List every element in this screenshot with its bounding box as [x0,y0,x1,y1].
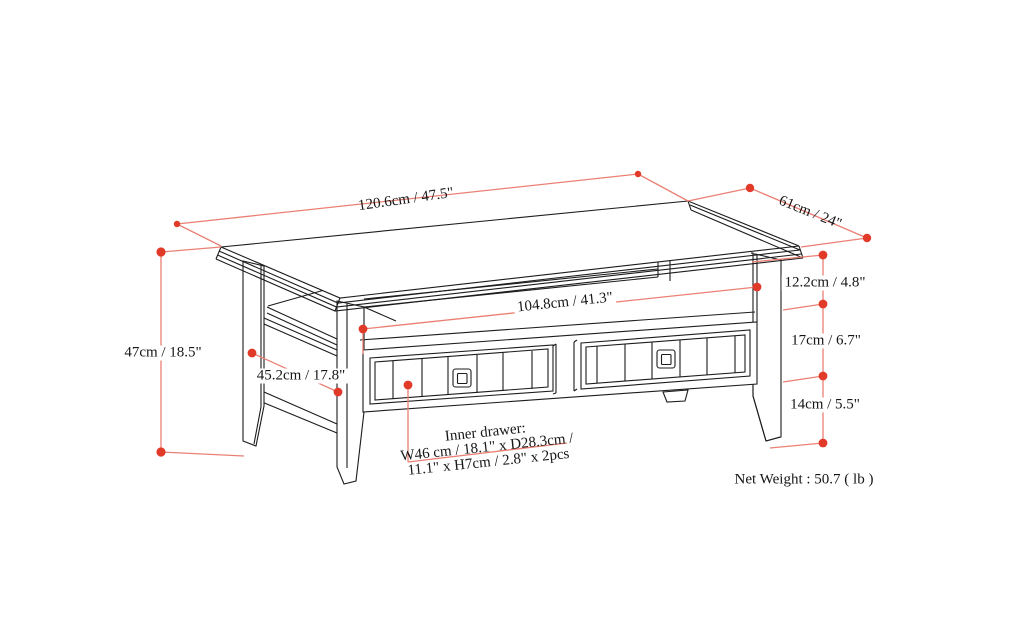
center-stile [552,339,578,395]
leg-clearance-dimension-label: 14cm / 5.5" [787,397,863,413]
length-dimension-line [176,173,689,247]
right-drawer [580,329,751,390]
left-end-panel [261,317,338,434]
dimension-dots [156,170,872,457]
net-weight-label: Net Weight : 50.7 ( lb ) [734,471,874,488]
side-depth-dimension-label: 45.2cm / 17.8" [253,368,349,384]
tabletop [215,200,804,312]
front-left-leg [336,300,365,485]
height-dimension-label: 47cm / 18.5" [121,345,205,361]
drawer-case [359,311,758,413]
center-bracket [662,389,689,403]
drawer-height-dimension-label: 17cm / 6.7" [788,333,864,349]
top-gap-dimension-label: 12.2cm / 4.8" [781,275,869,291]
inner-drawer-leader-line [407,385,568,463]
right-drawer-knob [656,349,676,369]
left-drawer [369,344,554,405]
left-drawer-knob [452,368,472,388]
depth-dimension-line [687,187,868,248]
right-stack-dimension-line [751,254,824,449]
